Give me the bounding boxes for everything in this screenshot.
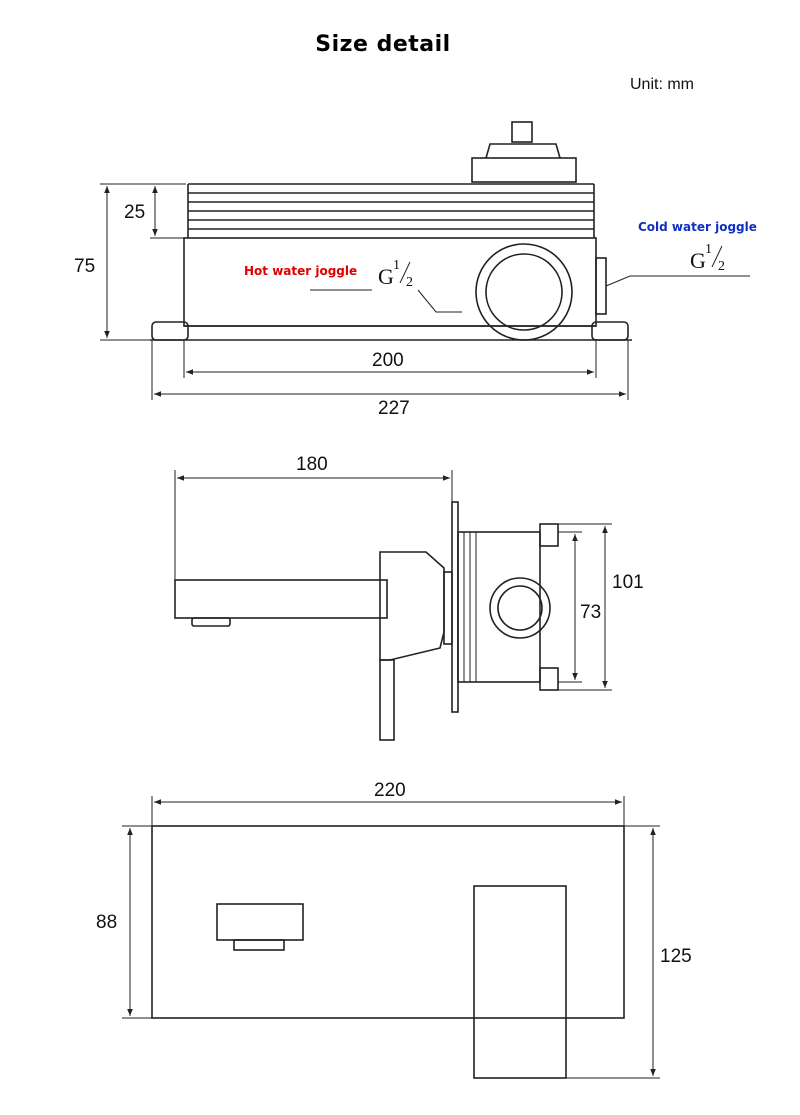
page-title: Size detail <box>315 32 451 57</box>
front-aerator <box>233 939 285 951</box>
top-view: Hot water joggle G 1 2 Cold water joggle… <box>74 121 757 419</box>
front-spout <box>216 903 304 941</box>
foot-left <box>151 321 189 341</box>
hot-leader-2 <box>417 289 462 313</box>
handle-body <box>379 551 445 661</box>
spout <box>174 579 388 619</box>
side-box-ribs <box>463 532 477 682</box>
wall-plate <box>443 571 453 645</box>
top-knob-base <box>471 157 577 183</box>
top-knob-stem <box>511 121 533 143</box>
front-view: 220 88 125 <box>96 780 692 1079</box>
thread-cold-g: G <box>690 248 706 273</box>
thread-hot-g: G <box>378 264 394 289</box>
spout-aerator <box>191 617 231 627</box>
hot-water-label: Hot water joggle <box>244 264 357 278</box>
foot-right <box>591 321 629 341</box>
dim-inner-width: 200 <box>372 350 404 371</box>
thread-hot-den: 2 <box>406 275 413 290</box>
dim-box-height: 101 <box>612 572 644 593</box>
side-box-tab-top <box>539 523 559 547</box>
dim-spout-length: 180 <box>296 454 328 475</box>
ribbed-cap <box>187 183 595 238</box>
thread-cold-den: 2 <box>718 259 725 274</box>
unit-label: Unit: mm <box>630 76 694 93</box>
side-box-tab-bottom <box>539 667 559 691</box>
cold-leader <box>605 275 750 287</box>
thread-hot-num: 1 <box>393 258 400 273</box>
side-box <box>457 531 541 683</box>
dim-inner-height: 73 <box>580 602 601 623</box>
front-plate <box>151 825 625 1019</box>
wall-flange <box>451 501 459 713</box>
side-inlet-outer <box>489 577 551 639</box>
front-handle <box>473 885 567 1079</box>
dim-plate-width: 220 <box>374 780 406 801</box>
side-connector <box>595 257 607 315</box>
dim-plate-height: 88 <box>96 912 117 933</box>
inlet-ring-outer <box>475 243 573 341</box>
inlet-ring-inner <box>485 253 563 331</box>
handle-lever <box>379 659 395 741</box>
dim-outer-width: 227 <box>378 398 410 419</box>
top-knob-cap <box>485 143 561 159</box>
dim-total-height: 125 <box>660 946 692 967</box>
cold-water-label: Cold water joggle <box>638 220 757 234</box>
thread-cold-num: 1 <box>705 242 712 257</box>
side-inlet-inner <box>497 585 543 631</box>
dim-cap-height: 25 <box>124 202 145 223</box>
dim-body-height: 75 <box>74 256 95 277</box>
side-view: 180 101 73 <box>174 454 644 741</box>
